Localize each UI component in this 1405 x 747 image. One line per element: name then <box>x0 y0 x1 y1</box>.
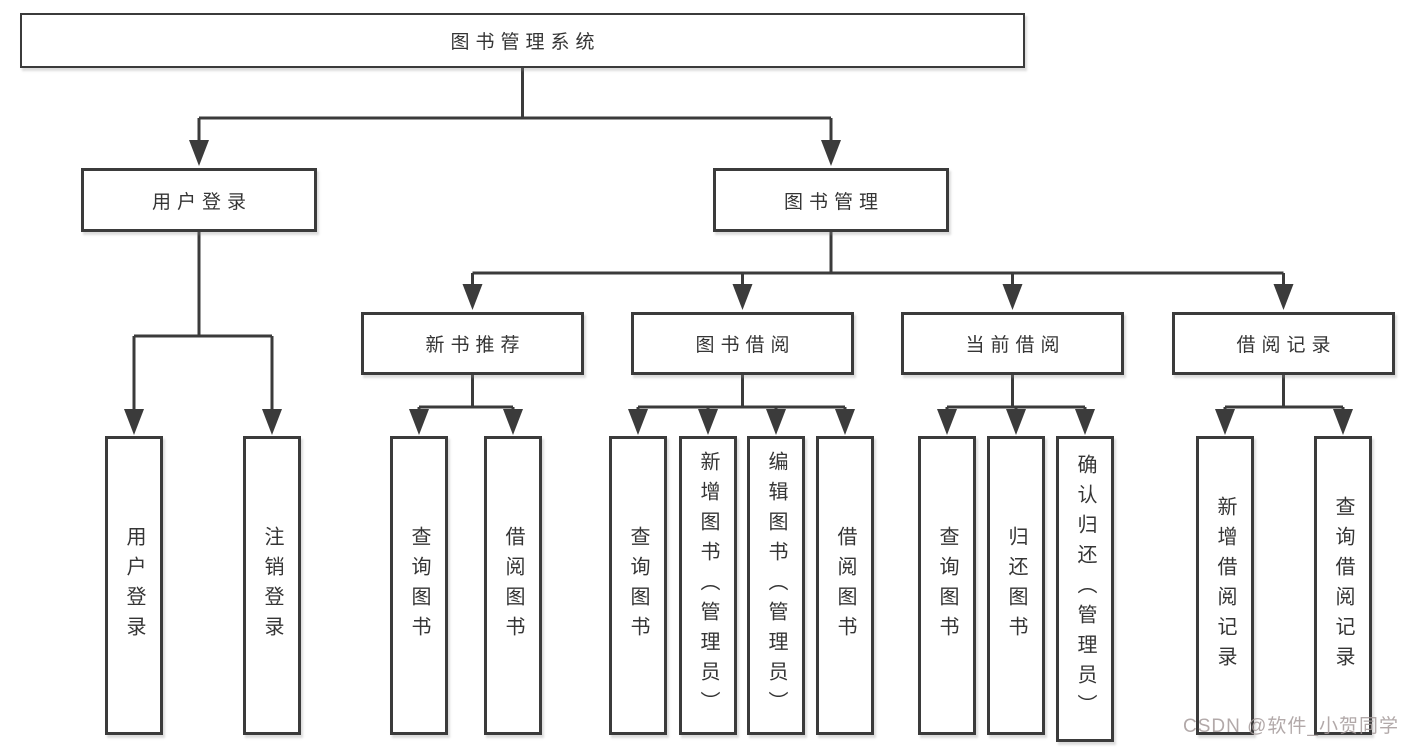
csdn-watermark: CSDN @软件_小贺同学 <box>1183 716 1399 737</box>
node-new-book-recommend: 新书推荐 <box>361 312 584 375</box>
leaf-edit-book-admin: 编辑图书（管理员） <box>747 436 805 735</box>
leaf-logout: 注销登录 <box>243 436 301 735</box>
leaf-query-borrow-record-label: 查询借阅记录 <box>1332 495 1354 676</box>
leaf-query-books-1-label: 查询图书 <box>408 525 430 646</box>
node-current-borrow: 当前借阅 <box>901 312 1124 375</box>
leaf-logout-label: 注销登录 <box>261 525 283 646</box>
leaf-query-books-1: 查询图书 <box>390 436 448 735</box>
leaf-query-borrow-record: 查询借阅记录 <box>1314 436 1372 735</box>
leaf-confirm-return-admin: 确认归还（管理员） <box>1056 436 1114 742</box>
leaf-query-books-3-label: 查询图书 <box>936 525 958 646</box>
leaf-borrow-books-2: 借阅图书 <box>816 436 874 735</box>
leaf-borrow-books-1-label: 借阅图书 <box>502 525 524 646</box>
leaf-add-borrow-record: 新增借阅记录 <box>1196 436 1254 735</box>
leaf-user-login-label: 用户登录 <box>123 525 145 646</box>
node-book-borrow: 图书借阅 <box>631 312 854 375</box>
leaf-add-book-admin: 新增图书（管理员） <box>679 436 737 735</box>
leaf-confirm-return-admin-label: 确认归还（管理员） <box>1074 454 1096 724</box>
leaf-user-login: 用户登录 <box>105 436 163 735</box>
leaf-query-books-2-label: 查询图书 <box>627 525 649 646</box>
leaf-add-borrow-record-label: 新增借阅记录 <box>1214 495 1236 676</box>
leaf-query-books-2: 查询图书 <box>609 436 667 735</box>
arrowheads <box>124 140 1353 435</box>
leaf-query-books-3: 查询图书 <box>918 436 976 735</box>
leaf-edit-book-admin-label: 编辑图书（管理员） <box>765 450 787 721</box>
node-user-login: 用户登录 <box>81 168 317 232</box>
leaf-borrow-books-1: 借阅图书 <box>484 436 542 735</box>
leaf-borrow-books-2-label: 借阅图书 <box>834 525 856 646</box>
leaf-return-book-label: 归还图书 <box>1005 525 1027 646</box>
node-borrow-records: 借阅记录 <box>1172 312 1395 375</box>
node-book-management: 图书管理 <box>713 168 949 232</box>
leaf-add-book-admin-label: 新增图书（管理员） <box>697 450 719 721</box>
leaf-return-book: 归还图书 <box>987 436 1045 735</box>
node-library-management-system: 图书管理系统 <box>20 13 1025 68</box>
